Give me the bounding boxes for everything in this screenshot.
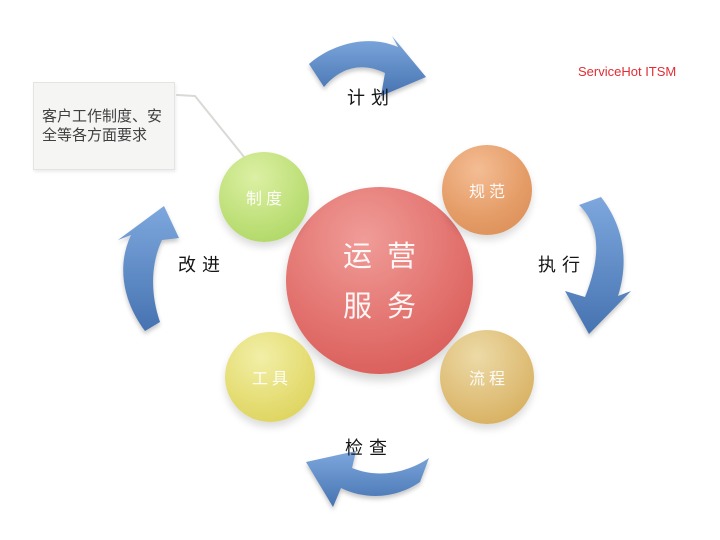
center-node-label-line2: 服务 (342, 288, 431, 323)
stage-label-check: 检查 (345, 438, 393, 459)
plan-arrow (309, 36, 426, 96)
brand-watermark: ServiceHot ITSM (578, 64, 677, 79)
callout-text: 客户工作制度、安全等各方面要求 (42, 107, 163, 144)
node-tools: 工具 (225, 332, 315, 422)
node-regulations-label: 制度 (245, 189, 286, 208)
node-processes-label: 流程 (468, 369, 509, 388)
node-regulations: 制度 (219, 152, 309, 242)
callout-box: 客户工作制度、安全等各方面要求 (33, 82, 175, 170)
node-processes: 流程 (440, 330, 534, 424)
center-node: 运营 服务 (286, 187, 473, 374)
check-arrow (306, 451, 429, 507)
stage-label-improve: 改进 (178, 255, 226, 276)
node-standards-label: 规范 (468, 182, 509, 201)
center-node-label-line1: 运营 (342, 238, 431, 273)
node-standards: 规范 (442, 145, 532, 235)
improve-arrow (118, 206, 179, 331)
stage-label-execute: 执行 (538, 255, 586, 276)
execute-arrow (565, 197, 631, 334)
stage-label-plan: 计划 (347, 88, 395, 109)
callout-connector-line (176, 94, 254, 169)
node-tools-label: 工具 (251, 369, 292, 388)
